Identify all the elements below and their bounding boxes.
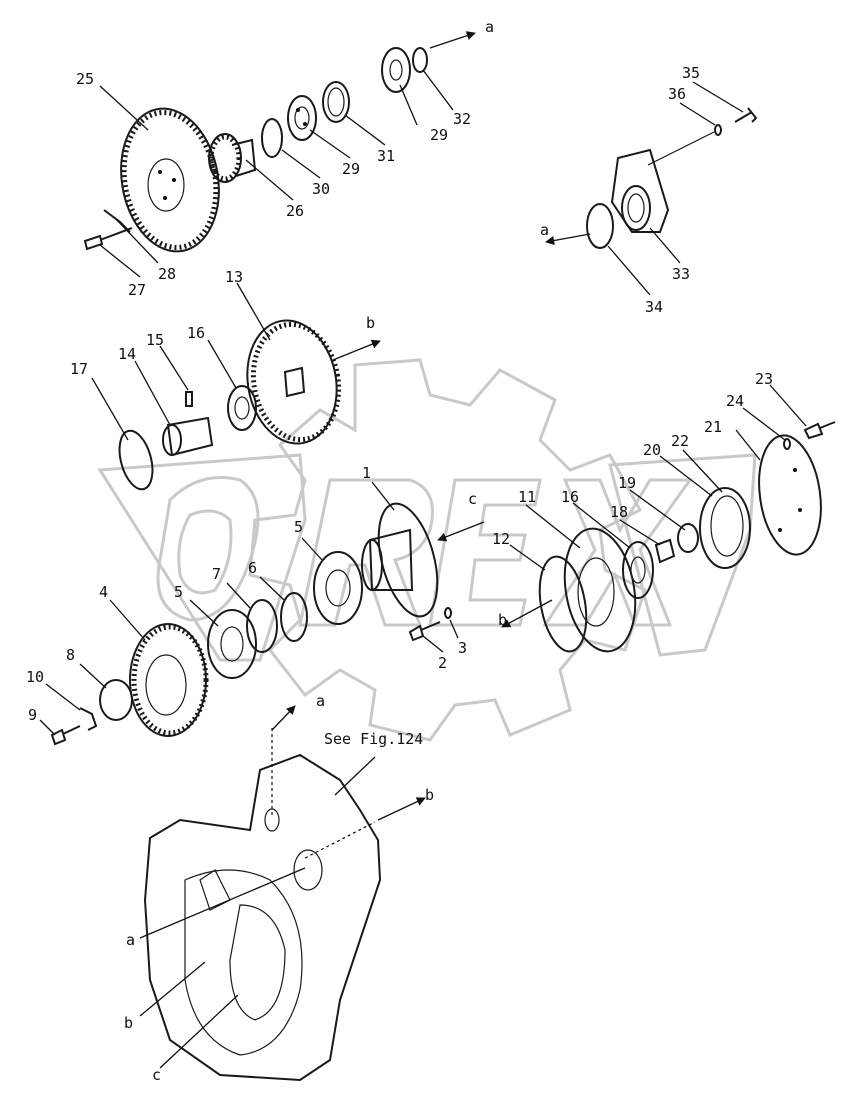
part-3-washer xyxy=(444,607,452,619)
callout-7: 7 xyxy=(212,565,221,583)
callout-30: 30 xyxy=(312,180,330,198)
part-24-washer xyxy=(783,438,791,450)
part-32-ring xyxy=(412,47,428,73)
callout-35: 35 xyxy=(682,64,700,82)
callout-3: 3 xyxy=(458,639,467,657)
watermark-logo xyxy=(97,358,757,742)
callout-6: 6 xyxy=(248,559,257,577)
callout-11: 11 xyxy=(518,488,536,506)
callout-5b: 5 xyxy=(294,518,303,536)
callout-9: 9 xyxy=(28,706,37,724)
callout-32: 32 xyxy=(453,110,471,128)
callout-21: 21 xyxy=(704,418,722,436)
part-5-bearing-a xyxy=(313,551,363,625)
watermark-band xyxy=(97,453,757,662)
callout-1: 1 xyxy=(362,464,371,482)
callout-17: 17 xyxy=(70,360,88,378)
part-1-flange-hub xyxy=(361,502,439,618)
callout-13: 13 xyxy=(225,268,243,286)
callout-19: 19 xyxy=(618,474,636,492)
arrow-letter-a-housing: a xyxy=(316,692,325,710)
callout-8: 8 xyxy=(66,646,75,664)
part-6-snap-ring xyxy=(280,592,308,642)
callout-34: 34 xyxy=(645,298,663,316)
part-30-snap-ring xyxy=(261,118,283,158)
part-4-gear xyxy=(129,623,209,737)
callout-4: 4 xyxy=(99,583,108,601)
callout-2: 2 xyxy=(438,654,447,672)
callout-labels: 1 2 3 4 5 5 6 7 8 9 10 11 12 13 14 15 16… xyxy=(26,18,773,1084)
part-27-bolt xyxy=(83,227,133,251)
part-29-bearing-a xyxy=(287,95,317,141)
part-18-nut xyxy=(654,538,676,564)
part-26-pinion xyxy=(208,133,257,183)
part-31-ring xyxy=(322,81,350,123)
part-19-washer xyxy=(677,523,699,553)
arrow-letter-b-right: b xyxy=(498,611,507,629)
part-5-bearing-b xyxy=(207,609,257,679)
callout-20: 20 xyxy=(643,441,661,459)
part-21-cover xyxy=(758,434,822,556)
callout-14: 14 xyxy=(118,345,136,363)
callout-16a: 16 xyxy=(187,324,205,342)
callout-15: 15 xyxy=(146,331,164,349)
arrow-letter-b-lower: b xyxy=(124,1014,133,1032)
part-35-bolt xyxy=(734,107,758,123)
arrow-letter-a-right: a xyxy=(540,221,549,239)
part-36-washer xyxy=(714,124,722,136)
part-22-seal xyxy=(699,487,751,569)
callout-23: 23 xyxy=(755,370,773,388)
callout-33: 33 xyxy=(672,265,690,283)
see-figure-note: See Fig.124 xyxy=(324,730,423,748)
part-16-bearing-b xyxy=(622,541,654,599)
callout-27: 27 xyxy=(128,281,146,299)
part-11-retainer xyxy=(563,527,637,653)
part-8-plate xyxy=(99,679,133,721)
part-28-lock-plate xyxy=(103,209,131,233)
callout-16b: 16 xyxy=(561,488,579,506)
callout-31: 31 xyxy=(377,147,395,165)
part-9-bolt xyxy=(50,725,81,746)
arrow-letter-b-housing: b xyxy=(425,786,434,804)
callout-10: 10 xyxy=(26,668,44,686)
part-12-gasket xyxy=(538,555,588,653)
callout-25: 25 xyxy=(76,70,94,88)
callout-26: 26 xyxy=(286,202,304,220)
callout-24: 24 xyxy=(726,392,744,410)
part-25-large-gear xyxy=(120,107,220,253)
arrow-letter-a-top: a xyxy=(485,18,494,36)
arrow-letter-c-lower: c xyxy=(152,1066,161,1084)
callout-29b: 29 xyxy=(430,126,448,144)
part-29-bearing-b xyxy=(381,47,411,93)
callout-18: 18 xyxy=(610,503,628,521)
part-34-gasket xyxy=(586,203,614,249)
arrow-letter-c-hub: c xyxy=(468,490,477,508)
part-23-bolt xyxy=(803,421,836,440)
part-17-ring xyxy=(118,429,154,491)
arrow-letter-a-lower: a xyxy=(126,931,135,949)
part-10-lock xyxy=(79,707,98,731)
callout-28: 28 xyxy=(158,265,176,283)
callout-22: 22 xyxy=(671,432,689,450)
callout-leader-lines xyxy=(39,69,807,736)
callout-12: 12 xyxy=(492,530,510,548)
callout-5a: 5 xyxy=(174,583,183,601)
part-33-cover xyxy=(610,148,670,233)
part-13-gear xyxy=(246,319,342,445)
gear-housing xyxy=(143,753,382,1082)
part-16-bearing-a xyxy=(227,385,257,431)
watermark-gear-outline xyxy=(248,358,647,742)
arrow-letter-b-mid: b xyxy=(366,314,375,332)
callout-36: 36 xyxy=(668,85,686,103)
part-7-snap-ring xyxy=(246,599,278,653)
callout-29a: 29 xyxy=(342,160,360,178)
part-15-pin xyxy=(185,391,193,407)
part-14-sleeve xyxy=(162,416,214,457)
